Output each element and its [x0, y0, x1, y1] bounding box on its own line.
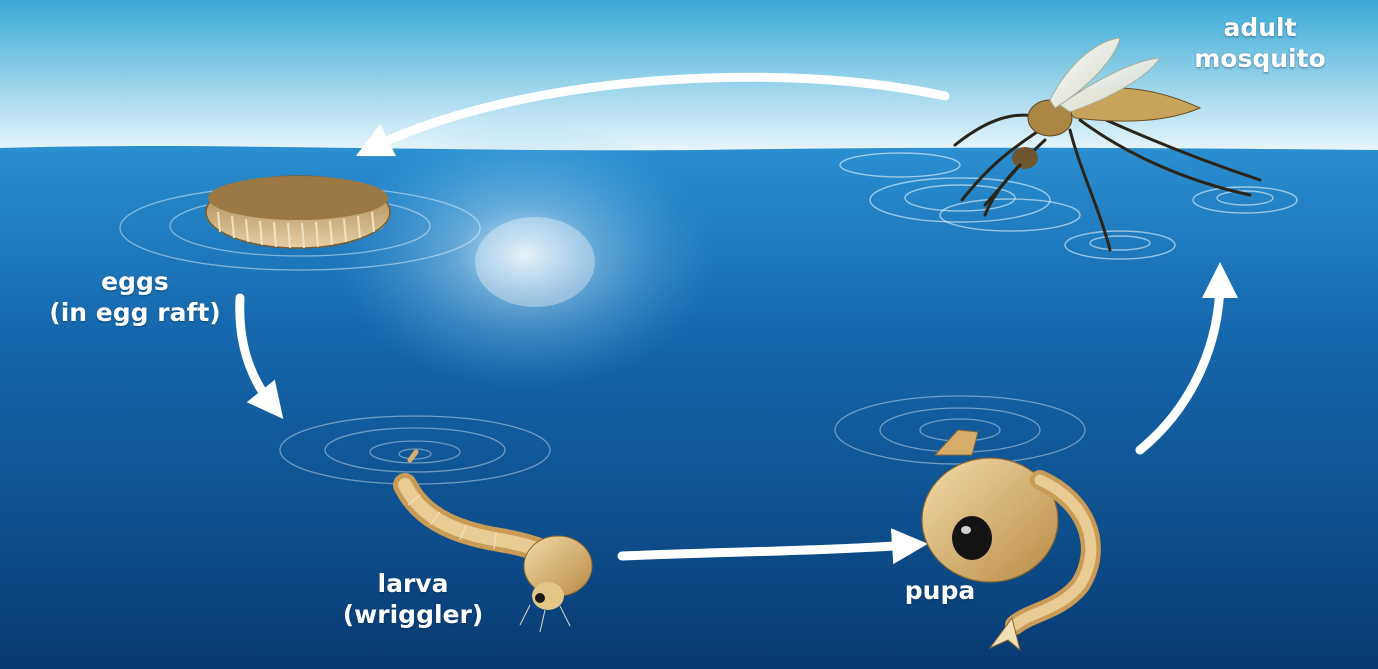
water-light-core	[475, 217, 595, 307]
label-eggs-line1: eggs	[40, 266, 230, 297]
label-eggs: eggs (in egg raft)	[40, 266, 230, 328]
label-larva-line2: (wriggler)	[328, 599, 498, 630]
label-pupa-line1: pupa	[880, 575, 1000, 606]
label-adult: adult mosquito	[1180, 12, 1340, 74]
label-adult-line2: mosquito	[1180, 43, 1340, 74]
label-pupa: pupa	[880, 575, 1000, 606]
egg-raft-icon	[206, 176, 390, 248]
label-larva-line1: larva	[328, 568, 498, 599]
label-eggs-line2: (in egg raft)	[40, 297, 230, 328]
label-larva: larva (wriggler)	[328, 568, 498, 630]
label-adult-line1: adult	[1180, 12, 1340, 43]
